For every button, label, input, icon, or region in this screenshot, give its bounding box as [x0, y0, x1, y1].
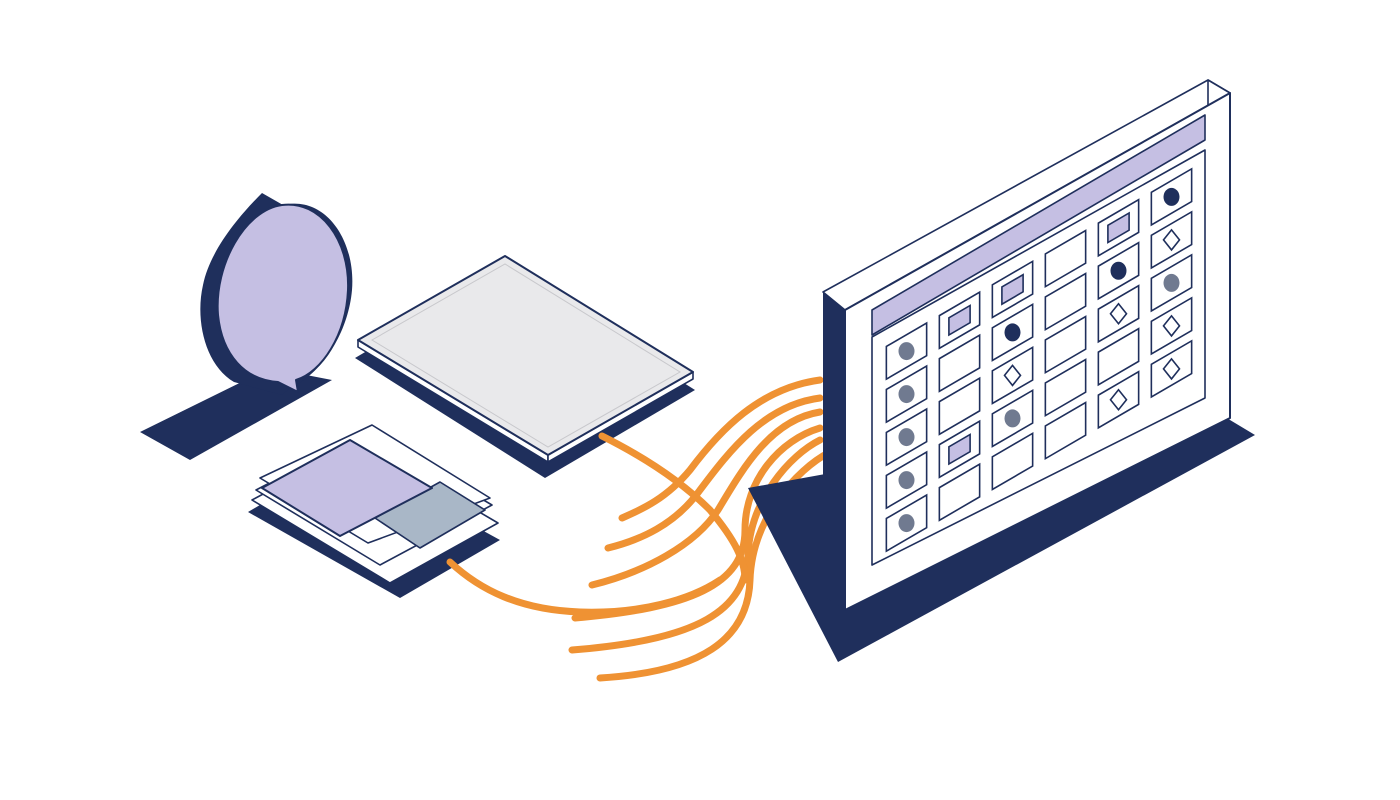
grid-cell: [938, 333, 981, 393]
grid-cell: [1044, 401, 1087, 461]
grid-cell: [938, 376, 981, 436]
grid-diamond-marker: [1162, 314, 1181, 338]
cable-5: [568, 436, 824, 654]
grid-dot-marker: [898, 514, 915, 533]
grid-dot-marker: [898, 471, 915, 490]
grid-square-marker: [948, 433, 971, 466]
grid-diamond-marker: [1003, 364, 1022, 387]
grid-cell: [1044, 358, 1087, 418]
grid-cells: [885, 167, 1193, 553]
grid-diamond-marker: [1162, 228, 1181, 252]
tablet-screen: [357, 255, 694, 456]
grid-cell: [991, 431, 1034, 491]
grid-cell: [1044, 229, 1087, 289]
grid-dark-dot-marker: [1163, 187, 1180, 206]
grid-dark-dot-marker: [1110, 261, 1127, 280]
panel-header-bar: [871, 114, 1206, 336]
grid-cell: [1044, 272, 1087, 332]
cable-documents: [446, 558, 724, 616]
document-lavender-panel: [261, 439, 433, 537]
calendar-grid-panel: [748, 79, 1255, 662]
grid-diamond-marker: [1109, 302, 1128, 326]
panel-side: [823, 292, 845, 610]
grid-square-marker: [1001, 273, 1024, 306]
tablet-device: [355, 255, 695, 478]
cable-3: [588, 408, 824, 589]
grid-dot-marker: [898, 342, 915, 361]
speech-bubble-icon: [140, 193, 353, 460]
grid-diamond-marker: [1109, 388, 1128, 412]
grid-cell: [938, 462, 981, 522]
grid-dot-marker: [1163, 273, 1180, 292]
grid-diamond-marker: [1162, 357, 1181, 381]
grid-dot-marker: [898, 385, 915, 404]
grid-square-marker: [948, 304, 971, 337]
cable-tablet: [598, 432, 749, 584]
grid-dot-marker: [898, 428, 915, 447]
tablet-screen-inner: [371, 263, 681, 448]
layered-documents: [248, 424, 500, 598]
grid-square-marker: [1107, 211, 1130, 244]
orange-data-cables: [446, 376, 834, 682]
grid-dark-dot-marker: [1004, 323, 1021, 342]
grid-cell: [1097, 327, 1140, 387]
grid-dot-marker: [1004, 409, 1021, 428]
cable-1: [618, 376, 824, 522]
speech-bubble-front: [216, 203, 350, 393]
panel-inner-border: [871, 149, 1206, 566]
grid-cell: [1044, 315, 1087, 375]
cable-2: [604, 394, 824, 552]
